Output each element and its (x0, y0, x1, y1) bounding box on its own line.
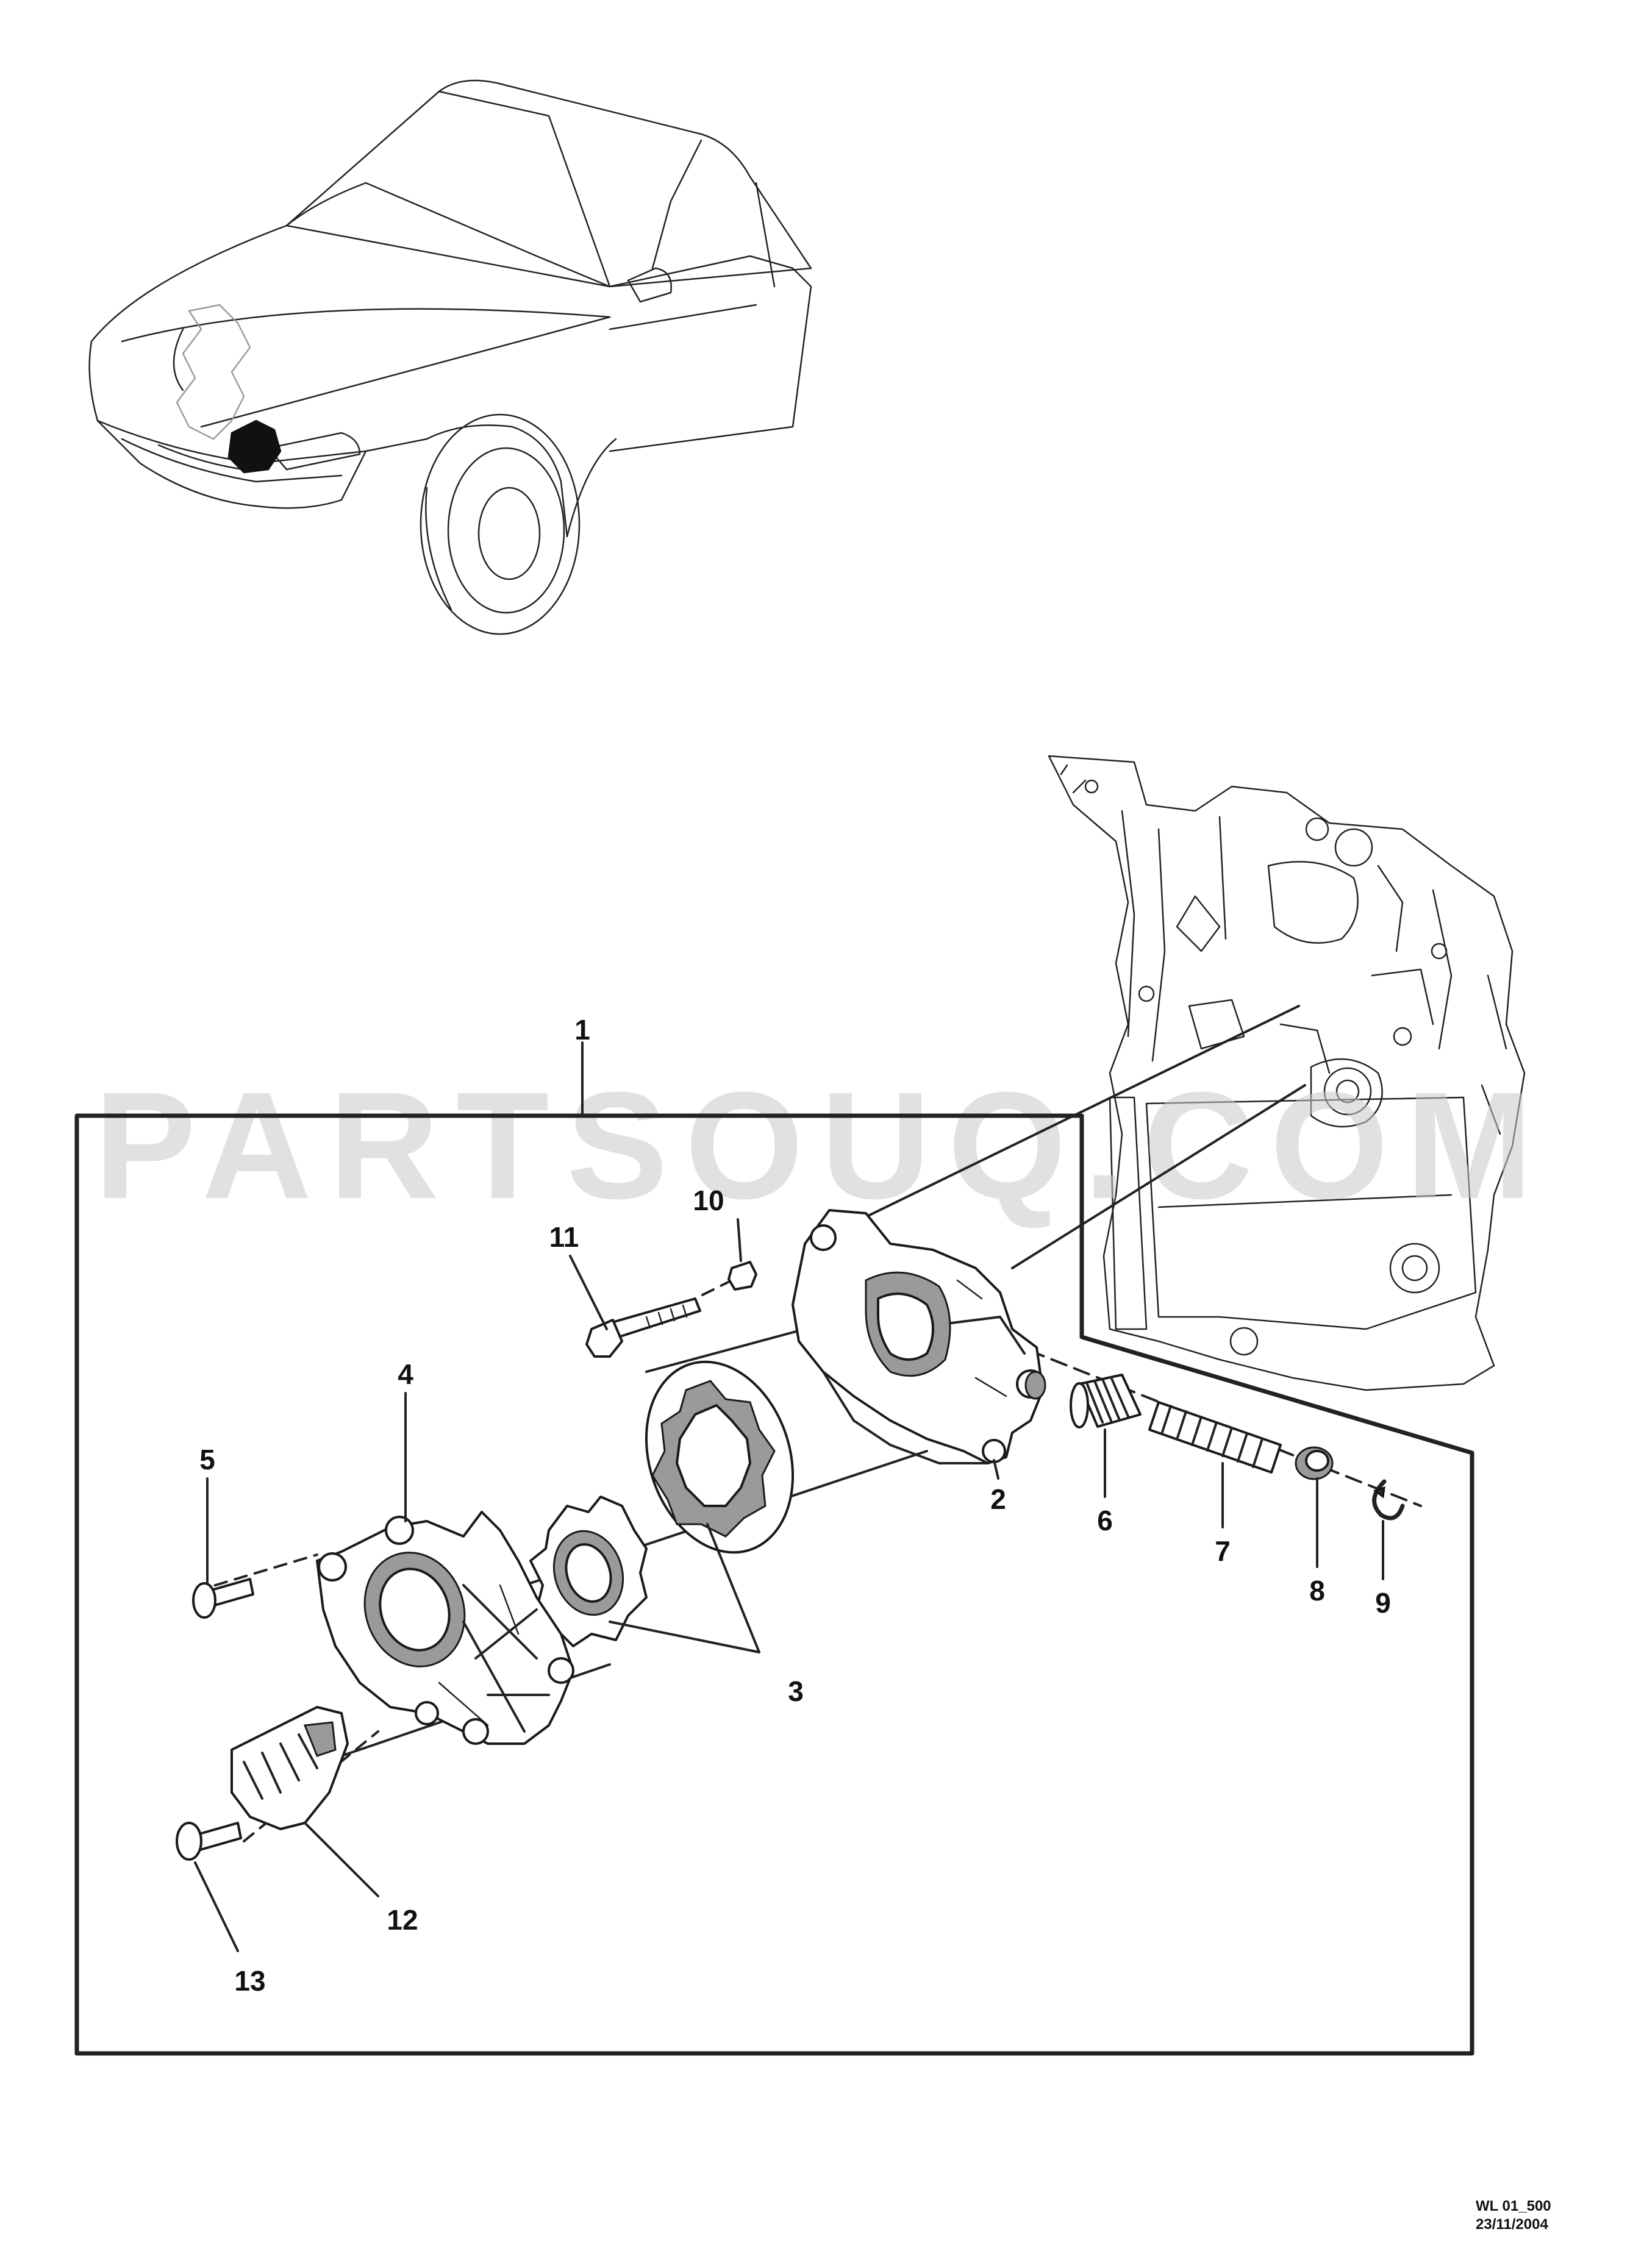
relief-plunger-part (1070, 1374, 1142, 1428)
assembly-kit-frame (74, 1041, 1474, 2056)
pump-cover-part (316, 1511, 574, 1745)
callout-13: 13 (234, 1965, 265, 1997)
relief-spring-part (1148, 1401, 1282, 1474)
bolt-5-part (192, 1578, 254, 1619)
plug-10-part (727, 1261, 757, 1291)
callout-labels: 1 2 3 4 5 6 7 8 9 10 11 12 13 (199, 1014, 1391, 1997)
callout-9: 9 (1375, 1587, 1391, 1619)
retaining-clip-part (1372, 1479, 1405, 1521)
callout-leaders (194, 1218, 1384, 1952)
housing-plug-part (1024, 1371, 1046, 1400)
vehicle-locator-illustration (88, 79, 812, 635)
outer-rotor-part (645, 1360, 795, 1554)
drawing-code: WL 01_500 (1476, 2198, 1551, 2214)
callout-12: 12 (387, 1904, 418, 1936)
callout-8: 8 (1309, 1575, 1325, 1606)
callout-5: 5 (199, 1444, 215, 1475)
callout-11: 11 (549, 1221, 579, 1253)
engine-block-illustration (1048, 755, 1526, 1391)
callout-7: 7 (1215, 1535, 1231, 1567)
callout-3: 3 (788, 1675, 804, 1707)
callout-2: 2 (990, 1483, 1006, 1515)
bolt-13-part (176, 1822, 242, 1861)
spring-cap-part (1295, 1446, 1334, 1480)
inner-rotor-part (529, 1496, 648, 1647)
callout-6: 6 (1097, 1505, 1113, 1536)
callout-4: 4 (398, 1358, 413, 1390)
watermark-text: PARTSOUQ.COM (95, 1060, 1550, 1230)
callout-10: 10 (693, 1185, 724, 1216)
cover-bracket-part (231, 1706, 349, 1830)
pump-housing-part (792, 1209, 1045, 1464)
bolt-11-part (585, 1297, 701, 1358)
callout-1: 1 (574, 1014, 590, 1046)
drawing-date: 23/11/2004 (1476, 2216, 1548, 2233)
